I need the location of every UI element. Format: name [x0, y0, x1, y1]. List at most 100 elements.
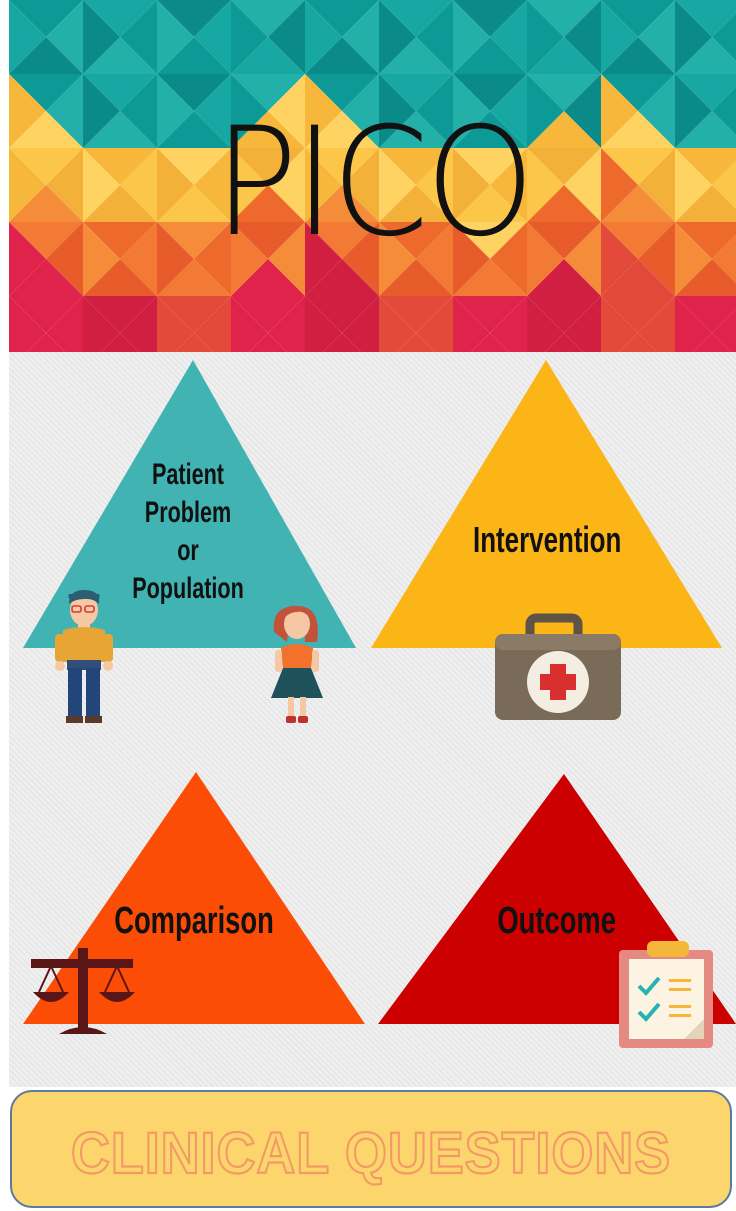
- pattern-tile: [545, 333, 583, 352]
- pattern-tile: [527, 37, 601, 74]
- pattern-tile: [9, 296, 46, 352]
- pattern-tile: [342, 74, 379, 148]
- intervention-label: Intervention: [473, 520, 621, 560]
- pattern-tile: [638, 0, 675, 74]
- comparison-triangle: [23, 772, 365, 1024]
- pattern-tile: [323, 333, 361, 352]
- pattern-tile: [305, 222, 379, 259]
- pattern-tile: [305, 185, 379, 222]
- pattern-tile: [9, 148, 46, 222]
- pattern-tile: [305, 111, 379, 148]
- pico-panel: Patient Problem or Population Interventi…: [9, 352, 736, 1087]
- pattern-tile: [101, 333, 139, 352]
- pattern-tile: [675, 222, 712, 296]
- pattern-tile: [527, 74, 564, 148]
- pattern-tile: [453, 296, 490, 352]
- pattern-tile: [120, 222, 157, 296]
- pattern-tile: [157, 259, 231, 296]
- outcome-label: Outcome: [497, 900, 616, 942]
- pattern-tile: [527, 296, 564, 352]
- pattern-tile: [9, 222, 83, 259]
- pattern-tile: [268, 296, 305, 352]
- header-banner: PICO: [9, 0, 736, 352]
- pattern-tile: [601, 222, 638, 296]
- pattern-tile: [9, 259, 83, 296]
- pattern-tile: [46, 74, 83, 148]
- pattern-tile: [9, 111, 83, 148]
- pattern-tile: [490, 0, 527, 74]
- pattern-tile: [157, 74, 231, 111]
- pattern-tile: [231, 74, 305, 111]
- pattern-tile: [379, 148, 453, 185]
- pattern-tile: [712, 13, 736, 61]
- pattern-tile: [46, 0, 83, 74]
- pattern-tile: [712, 161, 736, 209]
- pattern-tile: [601, 74, 638, 148]
- pattern-tile: [83, 296, 157, 333]
- pattern-tile: [675, 259, 736, 296]
- pattern-tile: [46, 222, 83, 296]
- pattern-tile: [120, 296, 157, 352]
- pattern-tile: [268, 222, 305, 296]
- pattern-tile: [601, 148, 638, 222]
- pattern-tile: [83, 296, 120, 352]
- pattern-tile: [675, 111, 736, 148]
- pattern-tile: [305, 296, 379, 333]
- patient-label-line-3: or: [177, 534, 199, 567]
- pattern-tile: [675, 74, 712, 148]
- intervention-triangle: [371, 360, 722, 648]
- patient-label-line-1: Patient: [151, 458, 225, 491]
- pattern-tile: [379, 222, 416, 296]
- pattern-tile: [83, 222, 120, 296]
- pattern-tile: [157, 148, 231, 185]
- pattern-tile: [9, 185, 83, 222]
- outcome-label-line: Outcome: [497, 900, 616, 942]
- pattern-tile: [194, 74, 231, 148]
- pattern-tile: [564, 222, 601, 296]
- pattern-tile: [157, 0, 194, 74]
- man-icon: [55, 590, 113, 723]
- pattern-tile: [194, 0, 231, 74]
- pattern-tile: [527, 259, 601, 296]
- pattern-tile: [157, 296, 194, 352]
- pattern-tile: [305, 148, 342, 222]
- pattern-tile: [231, 148, 305, 185]
- pattern-tile: [490, 148, 527, 222]
- pattern-tile: [231, 111, 305, 148]
- pattern-tile: [416, 0, 453, 74]
- pattern-tile: [9, 296, 83, 333]
- pattern-tile: [675, 37, 736, 74]
- pattern-tile: [157, 222, 231, 259]
- pattern-tile: [9, 0, 46, 74]
- pattern-tile: [601, 222, 675, 259]
- pattern-tile: [268, 74, 305, 148]
- pattern-tile: [675, 296, 712, 352]
- pattern-tile: [305, 0, 379, 37]
- pattern-tile: [712, 235, 736, 283]
- pattern-tile: [675, 148, 736, 185]
- pattern-tile: [231, 296, 268, 352]
- clipboard-checklist-icon: [619, 941, 713, 1048]
- patient-label: Patient Problem or Population: [127, 456, 249, 608]
- woman-icon: [271, 605, 323, 723]
- pattern-tile: [83, 0, 120, 74]
- pattern-tile: [305, 148, 379, 185]
- pattern-tile: [601, 148, 675, 185]
- clinical-questions-banner: CLINICAL QUESTIONS: [10, 1090, 732, 1208]
- pattern-tile: [453, 222, 527, 259]
- pattern-tile: [157, 0, 231, 37]
- pattern-tile: [453, 111, 527, 148]
- pattern-tile: [379, 148, 416, 222]
- pattern-tile: [9, 74, 46, 148]
- pattern-tile: [379, 296, 453, 333]
- pattern-tile: [453, 74, 527, 111]
- pattern-tile: [379, 0, 453, 37]
- pattern-tile: [9, 37, 83, 74]
- page-title: PICO: [213, 96, 535, 270]
- pattern-tile: [712, 309, 736, 352]
- pattern-tile: [231, 222, 305, 259]
- pattern-tile: [231, 185, 305, 222]
- pattern-tile: [157, 296, 231, 333]
- pattern-tile: [675, 0, 712, 74]
- pattern-tile: [342, 0, 379, 74]
